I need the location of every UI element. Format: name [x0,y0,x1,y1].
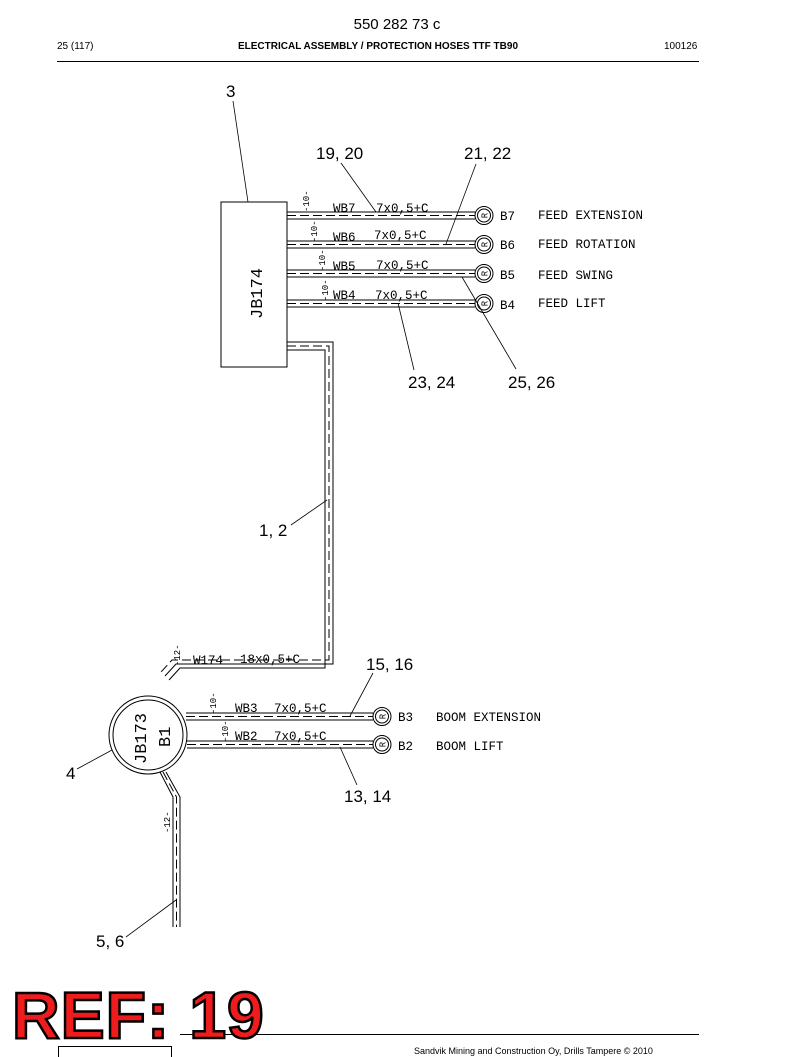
sensor-b5: R [474,264,494,283]
callout-3: 3 [226,82,235,101]
jb174-box [220,201,288,368]
callout-13-14: 13, 14 [344,787,391,806]
cable-label-wb5: WB5 [333,260,356,274]
sensor-label-b3: B3 [398,711,413,725]
page-number: 25 (117) [57,41,94,52]
callout-19-20: 19, 20 [316,144,363,163]
callout-5-6: 5, 6 [96,932,124,951]
cable-label-wb7: WB7 [333,202,356,216]
cable-wb7 [287,211,475,220]
sensor-symbol: R [379,713,389,719]
hose-size-label: -10- [310,220,320,242]
sensor-symbol: R [481,270,491,276]
reference-stamp: REF: 19 [11,978,265,1052]
cable-label-wb3: WB3 [235,702,258,716]
sensor-b2: R [372,735,392,754]
jb174-label: JB174 [249,268,268,319]
jb173-box [108,695,188,775]
cable-spec: 7x0,5+C [274,730,327,744]
callout-1-2: 1, 2 [259,521,287,540]
cable-spec: 7x0,5+C [375,289,428,303]
cable-wb2 [187,740,373,749]
sensor-symbol: R [379,741,389,747]
cable-spec: 7x0,5+C [274,702,327,716]
sensor-label-b7: B7 [500,210,515,224]
cable-w174 [160,341,334,681]
b1-label: B1 [157,727,176,747]
cable-spec: 18x0,5+C [240,653,300,667]
document-number: 550 282 73 c [353,16,441,33]
function-feed-lift: FEED LIFT [538,297,606,311]
sensor-label-b2: B2 [398,740,413,754]
callout-23-24: 23, 24 [408,373,455,392]
sensor-label-b6: B6 [500,239,515,253]
cable-spec: 7x0,5+C [374,229,427,243]
sensor-b7: R [474,206,494,225]
cable-wb3 [186,712,373,721]
callout-4: 4 [66,764,75,783]
cable-label-wb4: WB4 [333,289,356,303]
header-rule [57,61,699,62]
cable-wb6 [287,240,475,249]
cable-wb4 [287,299,475,308]
hose-size-label: -10- [221,720,231,742]
sensor-symbol: R [481,300,491,306]
function-boom-lift: BOOM LIFT [436,740,504,754]
sensor-symbol: R [481,212,491,218]
sensor-b3: R [372,707,392,726]
cable-label-w174: W174 [193,654,223,668]
hose-size-label: -10- [318,249,328,271]
footer-rule [180,1034,699,1035]
sensor-label-b4: B4 [500,299,515,313]
footer-logo [58,1046,172,1057]
cable-spec: 7x0,5+C [376,259,429,273]
leader-lines [76,100,517,938]
sensor-b6: R [474,235,494,254]
hose-size-label: -10- [209,692,219,714]
callout-25-26: 25, 26 [508,373,555,392]
cable-label-wb6: WB6 [333,231,356,245]
hose-size-label: -12- [163,811,173,833]
cable-label-wb2: WB2 [235,730,258,744]
cable-spec: 7x0,5+C [376,202,429,216]
document-title: ELECTRICAL ASSEMBLY / PROTECTION HOSES T… [237,41,519,52]
jb173-label: JB173 [133,713,152,764]
document-date: 100126 [664,41,698,52]
sensor-symbol: R [481,241,491,247]
hose-size-label: -12- [173,644,183,666]
hose-size-label: -10- [302,190,312,212]
function-feed-extension: FEED EXTENSION [538,209,643,223]
cable-lower-outgoing [159,771,181,927]
callout-21-22: 21, 22 [464,144,511,163]
cable-wb5 [287,269,475,278]
footer-copyright: Sandvik Mining and Construction Oy, Dril… [414,1046,653,1056]
callout-15-16: 15, 16 [366,655,413,674]
function-boom-extension: BOOM EXTENSION [436,711,541,725]
hose-size-label: -10- [321,279,331,301]
function-feed-swing: FEED SWING [538,269,613,283]
function-feed-rotation: FEED ROTATION [538,238,636,252]
sensor-label-b5: B5 [500,269,515,283]
